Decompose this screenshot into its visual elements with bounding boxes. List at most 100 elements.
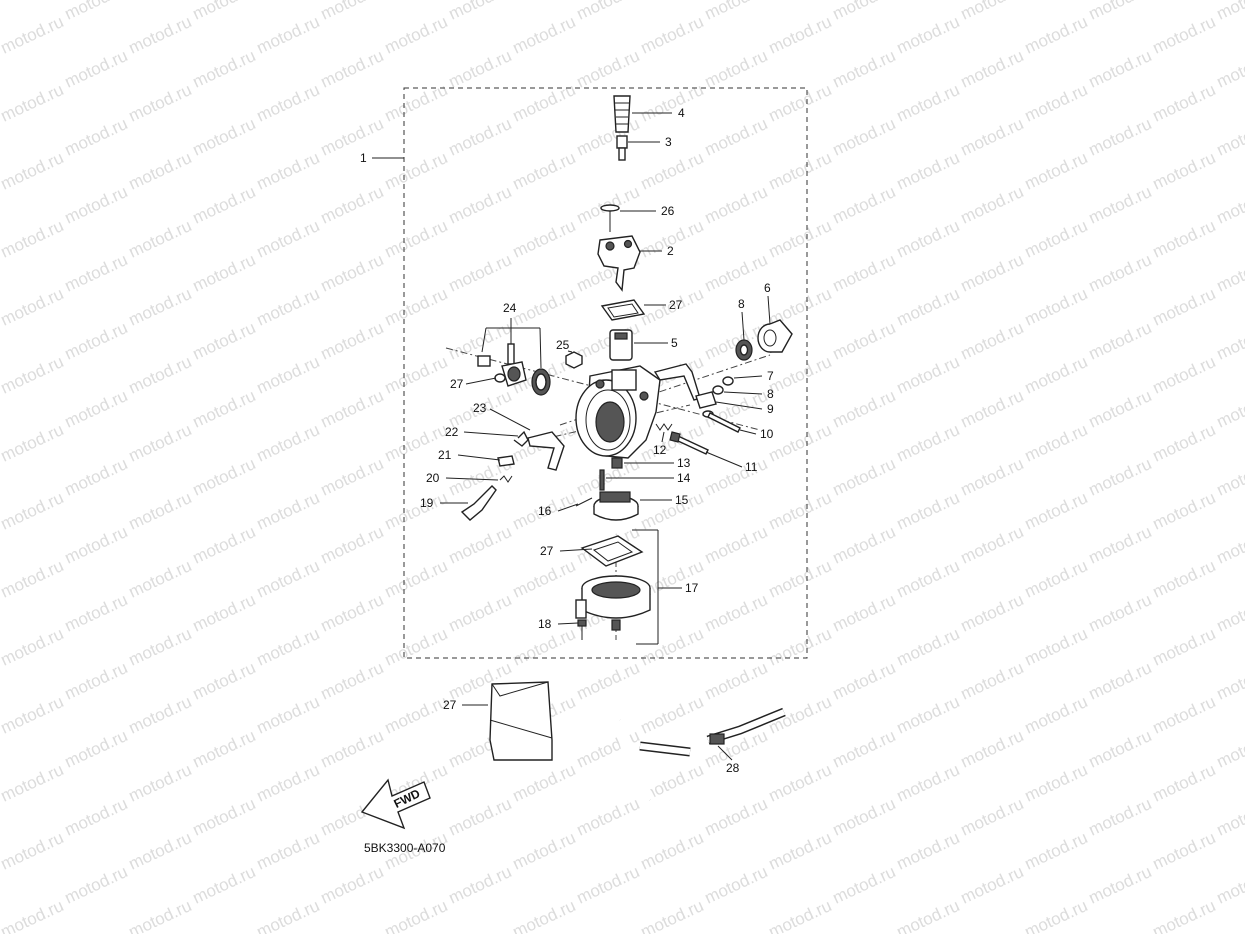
- watermark-text: motod.ru: [510, 760, 579, 806]
- cover-part-2: [597, 235, 641, 292]
- watermark-text: motod.ru: [318, 0, 387, 24]
- callout-12: 12: [653, 443, 667, 457]
- watermark-text: motod.ru: [702, 522, 771, 568]
- watermark-text: motod.ru: [190, 862, 259, 908]
- watermark-text: motod.ru: [126, 12, 195, 58]
- watermark-text: motod.ru: [702, 250, 771, 296]
- watermark-text: motod.ru: [702, 46, 771, 92]
- watermark-text: motod.ru: [1022, 692, 1091, 738]
- watermark-text: motod.ru: [1022, 556, 1091, 602]
- jet-part-13: [611, 457, 623, 469]
- watermark-text: motod.ru: [0, 46, 2, 92]
- slide-part-5: [609, 329, 633, 361]
- watermark-text: motod.ru: [830, 182, 899, 228]
- watermark-text: motod.ru: [0, 726, 2, 772]
- watermark-text: motod.ru: [1022, 284, 1091, 330]
- watermark-text: motod.ru: [766, 624, 835, 670]
- watermark-text: motod.ru: [62, 0, 131, 24]
- watermark-text: motod.ru: [254, 896, 323, 934]
- screw-part-26: [600, 204, 620, 232]
- watermark-text: motod.ru: [190, 386, 259, 432]
- watermark-text: motod.ru: [1214, 658, 1245, 704]
- callout-13: 13: [677, 456, 691, 470]
- watermark-text: motod.ru: [382, 80, 451, 126]
- watermark-text: motod.ru: [382, 284, 451, 330]
- watermark-text: motod.ru: [1086, 0, 1155, 24]
- watermark-text: motod.ru: [830, 522, 899, 568]
- watermark-text: motod.ru: [0, 386, 2, 432]
- watermark-text: motod.ru: [1086, 318, 1155, 364]
- watermark-text: motod.ru: [0, 692, 66, 738]
- watermark-text: motod.ru: [0, 794, 2, 840]
- callout-27-top: 27: [669, 298, 683, 312]
- watermark-text: motod.ru: [1214, 386, 1245, 432]
- watermark-text: motod.ru: [1150, 284, 1219, 330]
- watermark-text: motod.ru: [254, 148, 323, 194]
- watermark-text: motod.ru: [766, 216, 835, 262]
- watermark-text: motod.ru: [958, 386, 1027, 432]
- watermark-text: motod.ru: [0, 352, 66, 398]
- watermark-text: motod.ru: [0, 148, 66, 194]
- watermark-text: motod.ru: [0, 80, 66, 126]
- watermark-text: motod.ru: [126, 284, 195, 330]
- watermark-text: motod.ru: [1214, 182, 1245, 228]
- watermark-text: motod.ru: [1022, 420, 1091, 466]
- watermark-text: motod.ru: [1150, 760, 1219, 806]
- watermark-text: motod.ru: [318, 386, 387, 432]
- callout-26: 26: [661, 204, 675, 218]
- watermark-text: motod.ru: [766, 896, 835, 934]
- watermark-text: motod.ru: [638, 896, 707, 934]
- callout-25: 25: [556, 338, 570, 352]
- watermark-text: motod.ru: [126, 556, 195, 602]
- gasket-part-27-top: [600, 299, 646, 321]
- callout-23: 23: [473, 401, 487, 415]
- watermark-text: motod.ru: [1022, 216, 1091, 262]
- watermark-text: motod.ru: [574, 46, 643, 92]
- callout-5: 5: [671, 336, 678, 350]
- watermark-text: motod.ru: [894, 420, 963, 466]
- leader-lines: [372, 112, 771, 761]
- watermark-text: motod.ru: [126, 692, 195, 738]
- watermark-text: motod.ru: [126, 896, 195, 934]
- watermark-text: motod.ru: [894, 12, 963, 58]
- watermark-text: motod.ru: [830, 454, 899, 500]
- watermark-text: motod.ru: [0, 216, 66, 262]
- callout-28: 28: [726, 761, 740, 775]
- watermark-text: motod.ru: [510, 12, 579, 58]
- watermark-text: motod.ru: [958, 794, 1027, 840]
- watermark-text: motod.ru: [318, 114, 387, 160]
- watermark-text: motod.ru: [126, 624, 195, 670]
- watermark-text: motod.ru: [318, 862, 387, 908]
- watermark-text: motod.ru: [702, 794, 771, 840]
- watermark-text: motod.ru: [702, 454, 771, 500]
- watermark-text: motod.ru: [1086, 590, 1155, 636]
- callout-27-bag: 27: [443, 698, 457, 712]
- needle-jet-part-14: [599, 469, 605, 491]
- watermark-text: motod.ru: [126, 760, 195, 806]
- watermark-text: motod.ru: [766, 420, 835, 466]
- watermark-text: motod.ru: [1214, 862, 1245, 908]
- watermark-text: motod.ru: [1022, 624, 1091, 670]
- watermark-text: motod.ru: [382, 488, 451, 534]
- watermark-text: motod.ru: [190, 454, 259, 500]
- watermark-text: motod.ru: [894, 760, 963, 806]
- watermark-text: motod.ru: [510, 896, 579, 934]
- watermark-text: motod.ru: [1150, 420, 1219, 466]
- watermark-text: motod.ru: [702, 658, 771, 704]
- sleeve-part-6: [757, 319, 793, 353]
- gasket-part-27-float: [580, 535, 644, 567]
- spring-part-22: [513, 430, 529, 447]
- watermark-text: motod.ru: [1150, 692, 1219, 738]
- watermark-text: motod.ru: [830, 46, 899, 92]
- watermark-text: motod.ru: [382, 352, 451, 398]
- watermark-text: motod.ru: [0, 760, 66, 806]
- watermark-text: motod.ru: [126, 420, 195, 466]
- watermark-text: motod.ru: [446, 522, 515, 568]
- watermark-text: motod.ru: [190, 114, 259, 160]
- watermark-text: motod.ru: [382, 896, 451, 934]
- watermark-text: motod.ru: [830, 658, 899, 704]
- callout-6: 6: [764, 281, 771, 295]
- watermark-text: motod.ru: [190, 182, 259, 228]
- watermark-text: motod.ru: [62, 658, 131, 704]
- callout-labels: 1 4 3 26 2 27 5 6 8 7 8 9 10 11 12 13 14…: [360, 106, 774, 775]
